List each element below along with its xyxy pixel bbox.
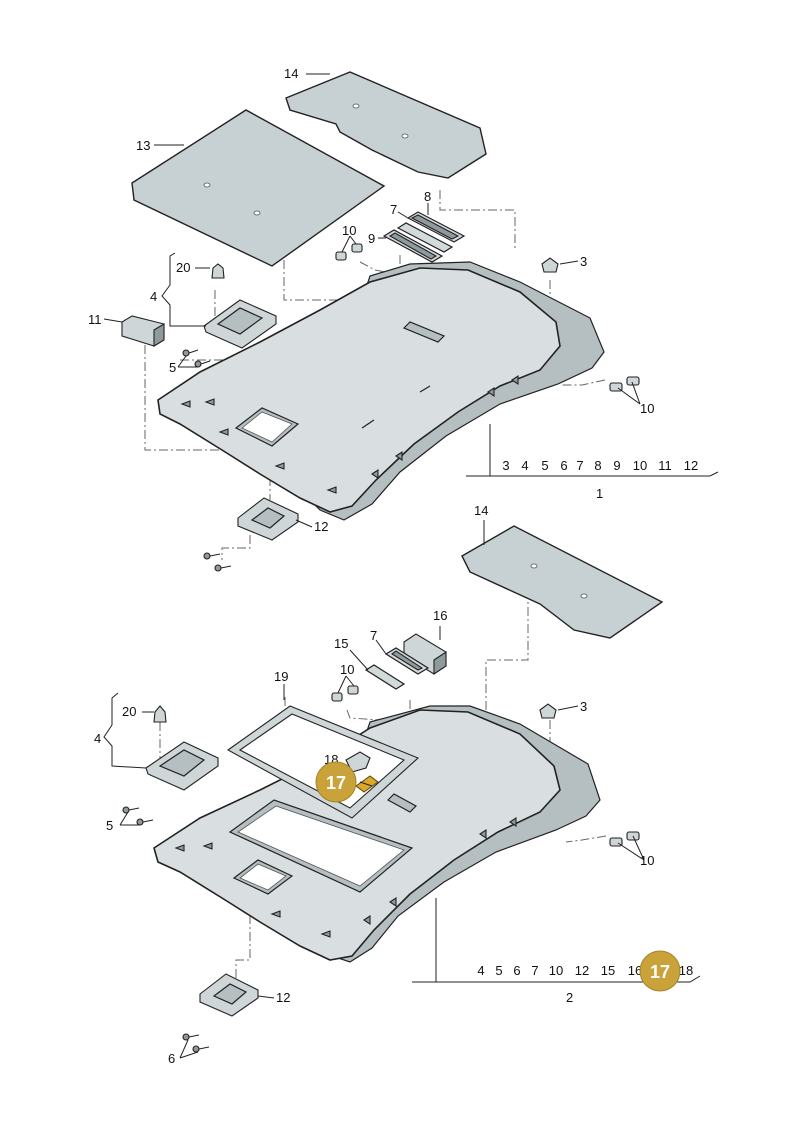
upper-assembly bbox=[103, 71, 719, 572]
panel-14-lower bbox=[461, 525, 664, 639]
callout-19-lower: 19 bbox=[274, 669, 288, 684]
callout-13-upper: 13 bbox=[136, 138, 150, 153]
screws-6-lower bbox=[182, 1033, 210, 1053]
callout-16-lower: 16 bbox=[433, 608, 447, 623]
part-17-highlight bbox=[355, 775, 379, 793]
callout-12-upper: 12 bbox=[314, 519, 328, 534]
headliner-1 bbox=[157, 261, 605, 521]
upper-sub-item-5: 5 bbox=[541, 458, 548, 473]
upper-sub-item-9: 9 bbox=[613, 458, 620, 473]
strip-9-upper bbox=[382, 229, 444, 263]
bracket-12-lower bbox=[199, 973, 259, 1017]
lower-sub-item-10: 10 bbox=[549, 963, 563, 978]
upper-sub-item-10: 10 bbox=[633, 458, 647, 473]
callout-20-upper: 20 bbox=[176, 260, 190, 275]
highlight-marker-list: 17 bbox=[639, 950, 681, 992]
lower-sub-item-5: 5 bbox=[495, 963, 502, 978]
callout-14-lower: 14 bbox=[474, 503, 488, 518]
callout-5-upper: 5 bbox=[169, 360, 176, 375]
callout-11-upper: 11 bbox=[88, 312, 102, 327]
panel-14-upper bbox=[285, 71, 487, 179]
highlight-marker-frame: 17 bbox=[315, 761, 357, 803]
callout-10a-lower: 10 bbox=[340, 662, 354, 677]
strip-7-upper bbox=[396, 222, 454, 253]
callout-3-upper: 3 bbox=[580, 254, 587, 269]
lower-sub-item-15: 15 bbox=[601, 963, 615, 978]
callout-14-upper: 14 bbox=[284, 66, 298, 81]
upper-sub-item-3: 3 bbox=[502, 458, 509, 473]
clips-10-upper-left bbox=[335, 243, 363, 261]
bracket-12-upper bbox=[237, 497, 299, 541]
assembly-2-label: 2 bbox=[566, 990, 573, 1005]
bracket-4-lower bbox=[145, 741, 219, 791]
strip-15-lower bbox=[364, 664, 406, 690]
screws-5-lower bbox=[122, 806, 154, 826]
callout-7-upper: 7 bbox=[390, 202, 397, 217]
callout-9-upper: 9 bbox=[368, 231, 375, 246]
callout-10b-lower: 10 bbox=[640, 853, 654, 868]
bracket-4-upper bbox=[203, 299, 277, 349]
callout-12-lower: 12 bbox=[276, 990, 290, 1005]
clip-3-lower bbox=[539, 703, 557, 719]
callout-7-lower: 7 bbox=[370, 628, 377, 643]
assembly-1-label: 1 bbox=[596, 486, 603, 501]
clips-10-lower-left bbox=[331, 685, 359, 702]
lower-sub-item-12: 12 bbox=[575, 963, 589, 978]
clips-10-lower-right bbox=[609, 831, 640, 847]
lower-sub-item-4: 4 bbox=[477, 963, 484, 978]
highlight-marker-frame-label: 17 bbox=[326, 773, 346, 793]
panel-13-upper bbox=[131, 109, 386, 267]
lower-assembly bbox=[103, 520, 701, 1059]
screws-upper-bottom bbox=[203, 552, 232, 572]
clip-3-upper bbox=[541, 257, 559, 273]
upper-sub-item-7: 7 bbox=[576, 458, 583, 473]
lower-sub-item-6: 6 bbox=[513, 963, 520, 978]
upper-sub-item-6: 6 bbox=[560, 458, 567, 473]
callout-20-lower: 20 bbox=[122, 704, 136, 719]
callout-10a-upper: 10 bbox=[342, 223, 356, 238]
lower-sub-item-16: 16 bbox=[628, 963, 642, 978]
callout-10b-upper: 10 bbox=[640, 401, 654, 416]
callout-5-lower: 5 bbox=[106, 818, 113, 833]
upper-sub-item-4: 4 bbox=[521, 458, 528, 473]
callout-4-lower: 4 bbox=[94, 731, 101, 746]
strip-7-lower bbox=[384, 647, 430, 675]
highlight-marker-list-label: 17 bbox=[650, 962, 670, 982]
block-11-upper bbox=[121, 315, 165, 347]
screws-5-upper bbox=[182, 349, 211, 368]
callout-8-upper: 8 bbox=[424, 189, 431, 204]
callout-3-lower: 3 bbox=[580, 699, 587, 714]
clip-20-upper bbox=[211, 263, 225, 279]
lower-sub-item-18: 18 bbox=[679, 963, 693, 978]
callout-6-lower: 6 bbox=[168, 1051, 175, 1066]
upper-sub-item-11: 11 bbox=[658, 458, 672, 473]
upper-sub-item-12: 12 bbox=[684, 458, 698, 473]
strip-8-upper bbox=[406, 211, 466, 243]
callout-4-upper: 4 bbox=[150, 289, 157, 304]
upper-sub-item-8: 8 bbox=[594, 458, 601, 473]
clip-20-lower bbox=[153, 705, 167, 723]
callout-15-lower: 15 bbox=[334, 636, 348, 651]
lower-sub-item-7: 7 bbox=[531, 963, 538, 978]
